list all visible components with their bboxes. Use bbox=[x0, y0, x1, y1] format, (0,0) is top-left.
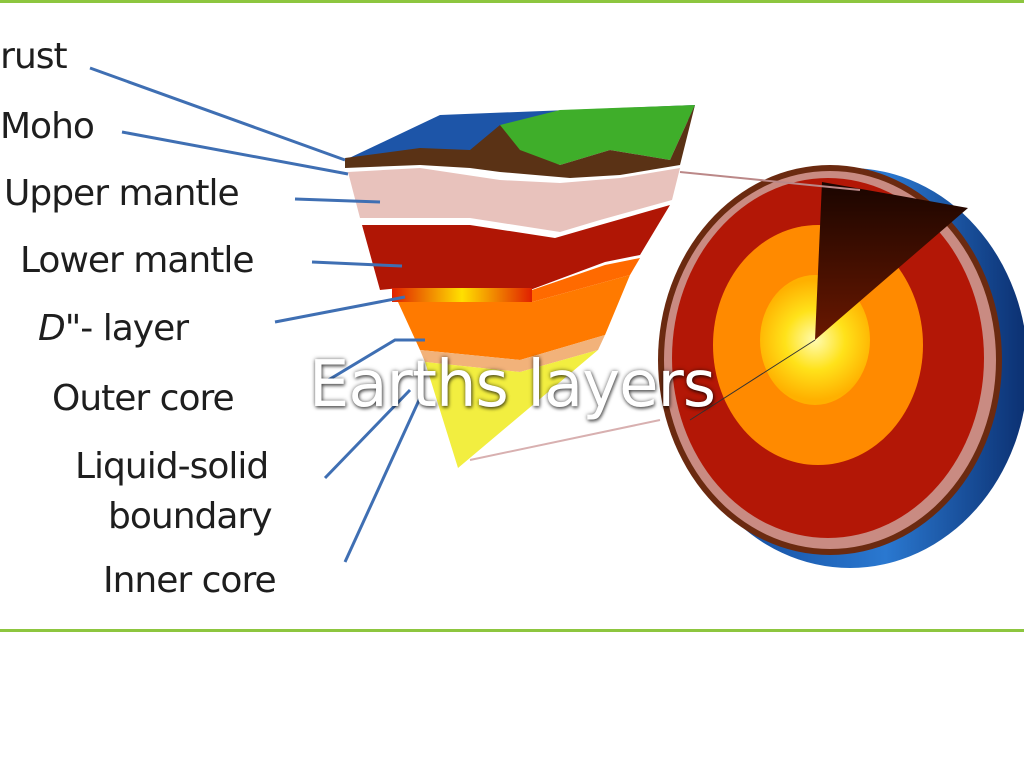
label-upper-mantle: Upper mantle bbox=[4, 173, 239, 214]
earth-wedge-cross-section bbox=[345, 105, 695, 468]
label-crust: Crust bbox=[0, 36, 68, 77]
leader-upper-mantle bbox=[294, 197, 381, 204]
wedge-d-layer-side bbox=[532, 258, 640, 302]
wedge-d-layer bbox=[392, 288, 532, 302]
slide-title: Earths layers bbox=[308, 348, 716, 422]
top-accent-rule bbox=[0, 0, 1024, 3]
wedge-upper-mantle bbox=[348, 168, 680, 232]
wedge-land-surface bbox=[500, 105, 695, 165]
label-d-layer-d: D bbox=[38, 308, 65, 349]
sphere-cut-wedge bbox=[815, 182, 968, 340]
wedge-crust bbox=[345, 105, 695, 178]
earth-sphere-cutaway bbox=[469, 165, 1024, 568]
connector-line bbox=[689, 339, 816, 421]
bottom-accent-rule bbox=[0, 629, 1024, 632]
leader-outer-core bbox=[324, 338, 425, 384]
wedge-liquid-solid-boundary bbox=[420, 335, 605, 372]
label-lower-mantle: Lower mantle bbox=[20, 240, 254, 281]
wedge-outer-core bbox=[398, 275, 630, 360]
connector-line-bottom bbox=[469, 419, 661, 461]
wedge-inner-core bbox=[425, 350, 598, 468]
label-d-layer: D"- layer bbox=[38, 308, 189, 349]
label-boundary: boundary bbox=[108, 496, 272, 537]
label-moho: Moho bbox=[0, 106, 94, 147]
connector-line-top bbox=[679, 171, 861, 191]
label-liquid-solid: Liquid-solid bbox=[75, 446, 268, 487]
wedge-lower-mantle bbox=[362, 205, 670, 290]
leader-lower-mantle bbox=[311, 260, 403, 268]
leader-inner-core bbox=[343, 397, 422, 563]
leader-crust bbox=[89, 66, 346, 162]
leader-moho bbox=[121, 130, 349, 176]
leader-d-layer bbox=[274, 295, 406, 324]
label-outer-core: Outer core bbox=[52, 378, 234, 419]
leader-liquid-solid bbox=[323, 388, 412, 480]
leader-lines bbox=[89, 66, 425, 563]
label-inner-core: Inner core bbox=[103, 560, 276, 601]
earth-layers-diagram: Crust Moho Upper mantle Lower mantle D"-… bbox=[0, 36, 1024, 601]
label-d-layer-rest: "- layer bbox=[65, 308, 190, 349]
